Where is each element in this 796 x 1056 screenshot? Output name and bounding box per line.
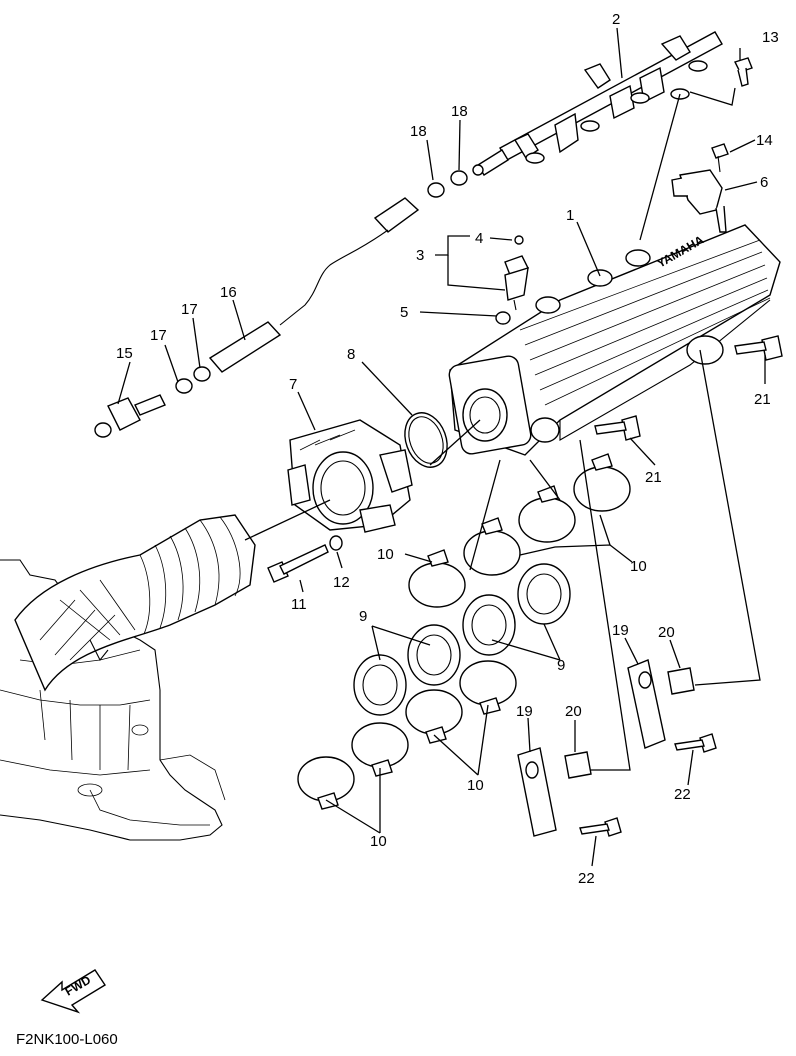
- callout-21a: 21: [754, 391, 771, 408]
- callout-11: 11: [291, 596, 307, 613]
- callout-2: 2: [612, 11, 620, 28]
- callout-18b: 18: [451, 103, 468, 120]
- callout-20a: 20: [658, 624, 675, 641]
- fwd-arrow-icon: FWD: [40, 969, 106, 1014]
- callout-18a: 18: [410, 123, 427, 140]
- manifold-bolts: [594, 335, 783, 441]
- callout-10d: 10: [370, 833, 387, 850]
- hose-clips: [175, 170, 468, 394]
- intake-manifold: YAMAHA: [448, 224, 781, 456]
- callout-13: 13: [762, 29, 779, 46]
- callout-5: 5: [400, 304, 408, 321]
- o-ring-inner: [408, 416, 444, 464]
- callout-8: 8: [347, 346, 355, 363]
- callout-19b: 19: [516, 703, 533, 720]
- intake-hose: [14, 514, 256, 692]
- callout-6: 6: [760, 174, 768, 191]
- callout-22b: 22: [578, 870, 595, 887]
- fuel-hose: [208, 197, 420, 373]
- bolt-13: [734, 57, 753, 87]
- rubber-joints: [353, 563, 571, 716]
- mount-brackets: [517, 659, 717, 837]
- callout-10c: 10: [467, 777, 484, 794]
- callout-20b: 20: [565, 703, 582, 720]
- callout-labels: 2 13 18 18 14 6 1 4 3 16 17 17 15 5 8 7 …: [116, 11, 779, 887]
- callout-15: 15: [116, 345, 133, 362]
- callout-3: 3: [416, 247, 424, 264]
- callout-19a: 19: [612, 622, 629, 639]
- callout-17b: 17: [181, 301, 198, 318]
- pressure-sensor: [671, 143, 729, 233]
- callout-9a: 9: [359, 608, 367, 625]
- leader-lines: [117, 27, 766, 867]
- callout-22a: 22: [674, 786, 691, 803]
- callout-10b: 10: [630, 558, 647, 575]
- callout-17a: 17: [150, 327, 167, 344]
- callout-14: 14: [756, 132, 773, 149]
- drawing-code: F2NK100-L060: [16, 1031, 118, 1048]
- callout-9b: 9: [557, 657, 565, 674]
- fuel-injector: [495, 235, 529, 325]
- callout-12: 12: [333, 574, 350, 591]
- callout-4: 4: [475, 230, 483, 247]
- callout-21b: 21: [645, 469, 662, 486]
- throttle-bolt: [267, 535, 343, 583]
- callout-10a: 10: [377, 546, 394, 563]
- throttle-body: [287, 419, 413, 533]
- fuel-rail: [472, 31, 723, 176]
- callout-16: 16: [220, 284, 237, 301]
- callout-7: 7: [289, 376, 297, 393]
- callout-1: 1: [566, 207, 574, 224]
- fuel-fitting: [94, 394, 166, 438]
